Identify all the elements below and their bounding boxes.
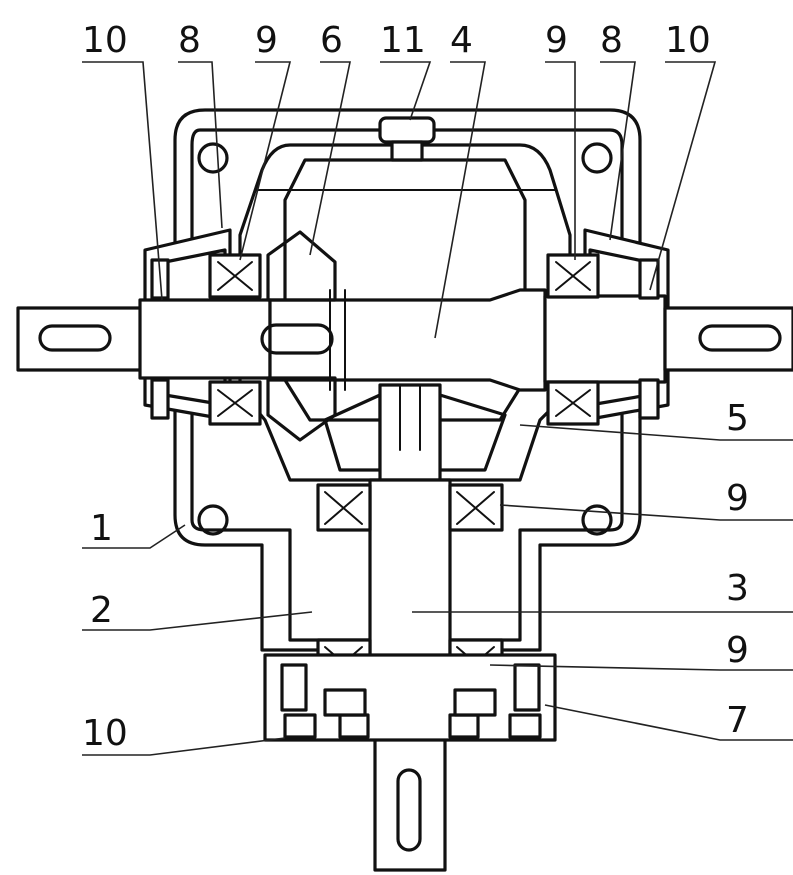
- label-top-9-right: 9: [545, 20, 568, 61]
- label-top-6: 6: [320, 20, 343, 61]
- label-right-3: 3: [726, 568, 749, 609]
- label-left-2: 2: [90, 590, 113, 631]
- label-top-11: 11: [380, 20, 426, 61]
- label-top-10-left: 10: [82, 20, 128, 61]
- label-left-1: 1: [90, 508, 113, 549]
- label-top-8-right: 8: [600, 20, 623, 61]
- label-right-7: 7: [726, 700, 749, 741]
- label-top-8-left: 8: [178, 20, 201, 61]
- bearing-left: [208, 253, 262, 426]
- label-left-10: 10: [82, 713, 128, 754]
- bevel-gear-horizontal: [266, 230, 337, 442]
- label-top-9-left: 9: [255, 20, 278, 61]
- part-labels: 10 8 9 6 11 4 9 8 10 5 9 3 9 7 1 2 10: [82, 20, 749, 754]
- top-plug: [378, 116, 436, 162]
- leader-lines: [82, 61, 793, 756]
- label-right-9-lower: 9: [726, 630, 749, 671]
- bevel-gear-vertical: [323, 383, 507, 482]
- seal-right: [638, 258, 660, 420]
- inner-cavity: [238, 143, 572, 482]
- bottom-cover: [263, 653, 557, 742]
- horizontal-shaft: [16, 288, 793, 392]
- bearing-right: [546, 253, 600, 426]
- label-top-10-right: 10: [665, 20, 711, 61]
- label-right-5: 5: [726, 398, 749, 439]
- label-right-9-upper: 9: [726, 478, 749, 519]
- label-top-4: 4: [450, 20, 473, 61]
- bearing-vertical-top: [316, 483, 504, 532]
